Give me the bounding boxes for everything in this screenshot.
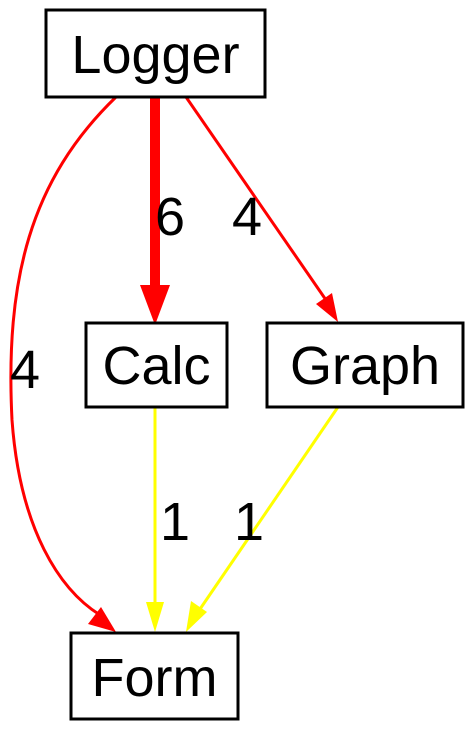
node-label-form: Form xyxy=(92,648,218,708)
node-box-logger xyxy=(44,8,267,99)
edge-label-logger-calc: 6 xyxy=(155,187,185,247)
node-label-logger: Logger xyxy=(71,25,239,85)
node-label-graph: Graph xyxy=(290,336,440,396)
edge-label-logger-form: 4 xyxy=(10,340,40,400)
arrowhead-calc-form xyxy=(146,602,164,632)
edge-graph-form xyxy=(186,406,340,632)
node-box-graph xyxy=(265,321,465,409)
arrowhead-graph-form xyxy=(186,601,207,632)
node-box-calc xyxy=(84,321,229,409)
node-label-calc: Calc xyxy=(102,336,210,396)
edge-label-calc-form: 1 xyxy=(160,492,190,552)
arrowhead-logger-form xyxy=(88,607,116,632)
edge-logger-calc xyxy=(140,97,170,325)
edge-calc-form xyxy=(146,407,164,632)
edge-line-graph-form xyxy=(196,406,340,613)
edge-label-graph-form: 1 xyxy=(234,492,264,552)
node-graph[interactable]: Graph xyxy=(265,321,465,409)
arrowhead-logger-graph xyxy=(316,293,338,322)
edge-logger-graph xyxy=(184,96,338,322)
edge-label-logger-graph: 4 xyxy=(232,187,262,247)
node-calc[interactable]: Calc xyxy=(84,321,229,409)
edge-line-logger-form xyxy=(9,95,118,617)
edge-line-logger-graph xyxy=(184,96,328,301)
node-logger[interactable]: Logger xyxy=(44,8,267,99)
arrowhead-logger-calc xyxy=(140,285,170,325)
node-form[interactable]: Form xyxy=(69,631,240,721)
node-box-form xyxy=(69,631,240,721)
edge-logger-form xyxy=(9,95,118,632)
